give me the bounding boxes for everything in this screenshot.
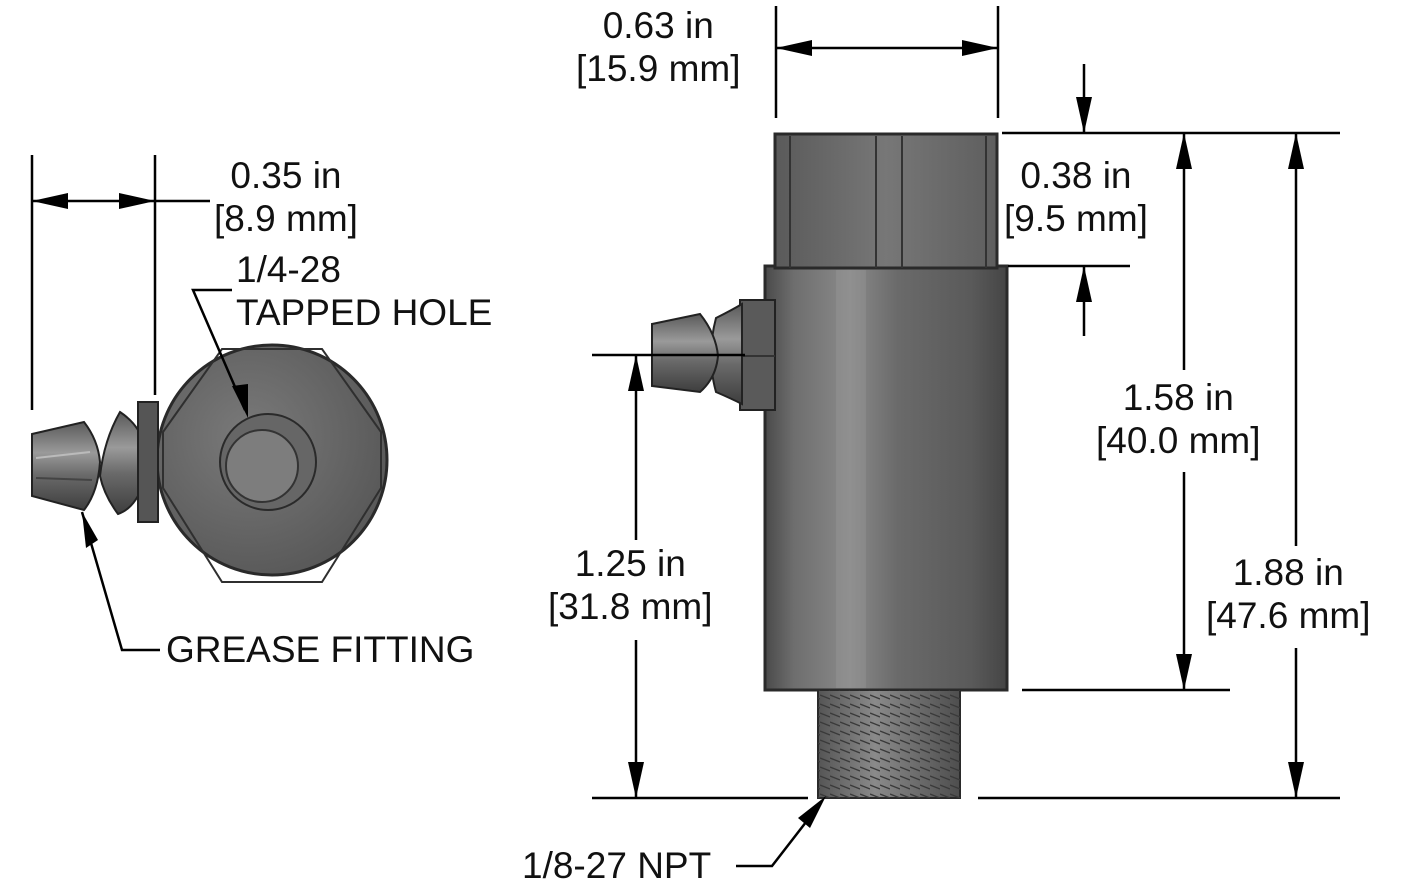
dim-top-width: 0.63 in [15.9 mm] — [572, 4, 745, 90]
side-view-hex — [773, 132, 999, 270]
npt-thread — [817, 689, 961, 799]
dim-side-offset-metric: [8.9 mm] — [214, 198, 358, 239]
side-view-grease-fitting — [651, 299, 776, 411]
dimension-lines — [30, 6, 1340, 868]
dim-body-height: 1.58 in [40.0 mm] — [1092, 376, 1265, 462]
dim-fitting-height-imperial: 1.25 in — [574, 543, 686, 584]
dim-fitting-height: 1.25 in [31.8 mm] — [544, 542, 717, 628]
side-view — [651, 132, 1009, 799]
end-view-hex-facets — [162, 348, 382, 583]
dim-body-height-imperial: 1.58 in — [1122, 377, 1234, 418]
callout-grease-fitting: GREASE FITTING — [162, 628, 479, 671]
dim-hex-height: 0.38 in [9.5 mm] — [1000, 154, 1152, 240]
callout-npt-thread: 1/8-27 NPT — [518, 844, 716, 887]
tapped-hole-inner — [225, 429, 299, 503]
dim-top-width-imperial: 0.63 in — [602, 5, 714, 46]
end-view — [31, 343, 389, 583]
dim-fitting-height-metric: [31.8 mm] — [548, 586, 713, 627]
dim-side-offset-imperial: 0.35 in — [230, 155, 342, 196]
dim-overall-height: 1.88 in [47.6 mm] — [1202, 551, 1375, 637]
dim-top-width-metric: [15.9 mm] — [576, 48, 741, 89]
dim-overall-height-metric: [47.6 mm] — [1206, 595, 1371, 636]
end-view-grease-fitting — [31, 401, 159, 523]
callout-tapped-hole: 1/4-28 TAPPED HOLE — [232, 248, 497, 334]
callout-tapped-hole-size: 1/4-28 — [236, 249, 341, 290]
dim-side-offset: 0.35 in [8.9 mm] — [210, 154, 362, 240]
side-view-body — [763, 264, 1009, 692]
dim-hex-height-metric: [9.5 mm] — [1004, 198, 1148, 239]
dim-hex-height-imperial: 0.38 in — [1020, 155, 1132, 196]
dim-body-height-metric: [40.0 mm] — [1096, 420, 1261, 461]
dim-overall-height-imperial: 1.88 in — [1232, 552, 1344, 593]
arrowheads — [32, 40, 1304, 828]
callout-tapped-hole-label: TAPPED HOLE — [236, 292, 493, 333]
